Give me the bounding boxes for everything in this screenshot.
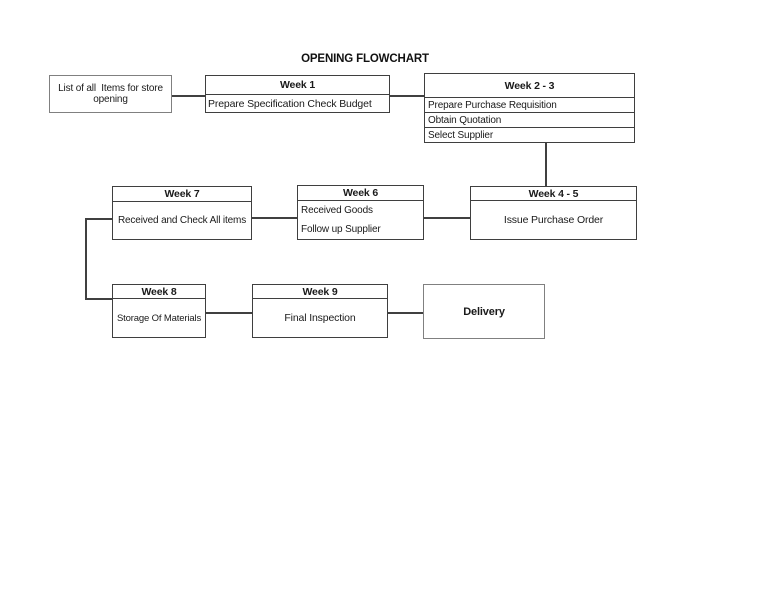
connector-week8-to-week9 [205,312,252,314]
flow-node-task: Obtain Quotation [425,112,634,127]
flow-node-label: List of all Items for store opening [58,83,163,105]
flow-node-list-of-items: List of all Items for store opening [49,75,172,113]
connector-week45-to-week6 [423,217,470,219]
connector-week1-to-week23 [389,95,424,97]
flow-node-week2-3: Week 2 - 3 Prepare Purchase Requisition … [424,73,635,143]
flow-node-header: Week 9 [253,285,387,299]
connector-week7-down [85,218,87,300]
flow-node-task: Prepare Specification Check Budget [208,97,372,110]
flow-node-week8: Week 8 Storage Of Materials [112,284,206,338]
flow-node-task: Received Goods [301,205,373,217]
flow-node-task: Follow up Supplier [301,223,381,235]
flow-node-week9: Week 9 Final Inspection [252,284,388,338]
flow-node-task: Storage Of Materials [116,312,202,324]
flow-node-header: Week 2 - 3 [425,74,634,98]
flow-node-task: Issue Purchase Order [503,214,604,226]
connector-list-to-week1 [171,95,205,97]
flow-node-header: Week 8 [113,285,205,299]
flow-node-task: Prepare Purchase Requisition [428,99,557,111]
page-title: OPENING FLOWCHART [301,53,429,65]
flow-node-task: Final Inspection [284,312,356,324]
flow-node-header: Week 7 [113,187,251,202]
flow-node-week6: Week 6 Received Goods Follow up Supplier [297,185,424,240]
connector-week6-to-week7 [251,217,297,219]
connector-week9-to-delivery [387,312,423,314]
flow-node-task: Received and Check All items [117,215,247,226]
connector-week23-to-week45 [545,142,547,186]
flow-node-delivery: Delivery [423,284,545,339]
flow-node-week4-5: Week 4 - 5 Issue Purchase Order [470,186,637,240]
connector-week8-stub [85,298,113,300]
connector-week7-stub [85,218,113,220]
flow-node-week1: Week 1 Prepare Specification Check Budge… [205,75,390,113]
flow-node-header: Week 4 - 5 [471,187,636,201]
flow-node-header: Week 1 [206,76,389,95]
flow-node-header: Week 6 [298,186,423,201]
flow-node-week7: Week 7 Received and Check All items [112,186,252,240]
flow-node-task: Select Supplier [425,127,634,142]
flow-node-label: Delivery [463,305,505,318]
